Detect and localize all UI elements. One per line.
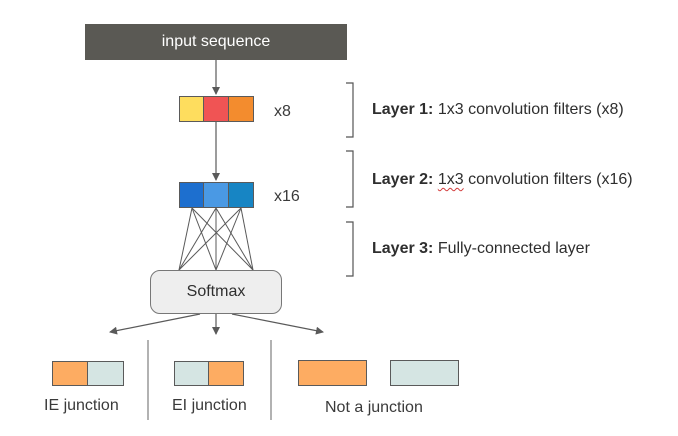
layer1-title: Layer 1: xyxy=(372,101,434,118)
layer2-multiplier: x16 xyxy=(274,188,300,205)
arrow-softmax-to-ie xyxy=(109,313,201,335)
layer1-bracket xyxy=(346,82,354,138)
layer1-text: 1x3 convolution filters (x8) xyxy=(437,101,624,118)
layer2-filter-cell xyxy=(179,182,204,208)
output-ie-label: IE junction xyxy=(44,397,119,414)
output-not-label: Not a junction xyxy=(325,399,423,416)
output-ei-label: EI junction xyxy=(172,397,247,414)
layer1-filter-cell xyxy=(204,96,229,122)
layer2-filter-cell xyxy=(204,182,229,208)
arrow-softmax-to-not xyxy=(231,313,324,335)
input-sequence-box: input sequence xyxy=(85,24,347,60)
layer1-description: Layer 1: 1x3 convolution filters (x8) xyxy=(372,101,624,119)
fully-connected-lines xyxy=(178,207,254,271)
output-ei-cell xyxy=(174,361,209,386)
layer2-bracket xyxy=(346,150,354,208)
layer2-description: Layer 2: 1x3 convolution filters (x16) xyxy=(372,171,633,189)
output-not-cell-1 xyxy=(298,360,367,386)
layer2-filter xyxy=(179,182,254,208)
layer1-filter xyxy=(179,96,254,122)
output-ie-cell xyxy=(88,361,124,386)
softmax-box: Softmax xyxy=(150,270,282,314)
layer2-title: Layer 2: xyxy=(372,171,434,188)
layer2-text-prefix: 1x3 xyxy=(437,171,464,188)
layer2-text-rest: convolution filters (x16) xyxy=(463,171,633,188)
layer1-multiplier: x8 xyxy=(274,103,291,120)
layer3-text: Fully-connected layer xyxy=(437,240,590,257)
output-ie-pattern xyxy=(52,361,124,386)
output-ei-pattern xyxy=(174,361,244,386)
layer1-filter-cell xyxy=(179,96,204,122)
layer3-description: Layer 3: Fully-connected layer xyxy=(372,240,590,258)
layer3-title: Layer 3: xyxy=(372,240,434,257)
output-ie-cell xyxy=(52,361,88,386)
output-ei-cell xyxy=(209,361,244,386)
layer1-filter-cell xyxy=(229,96,254,122)
layer2-filter-cell xyxy=(229,182,254,208)
layer3-bracket xyxy=(346,221,354,277)
output-not-cell-2 xyxy=(390,360,459,386)
